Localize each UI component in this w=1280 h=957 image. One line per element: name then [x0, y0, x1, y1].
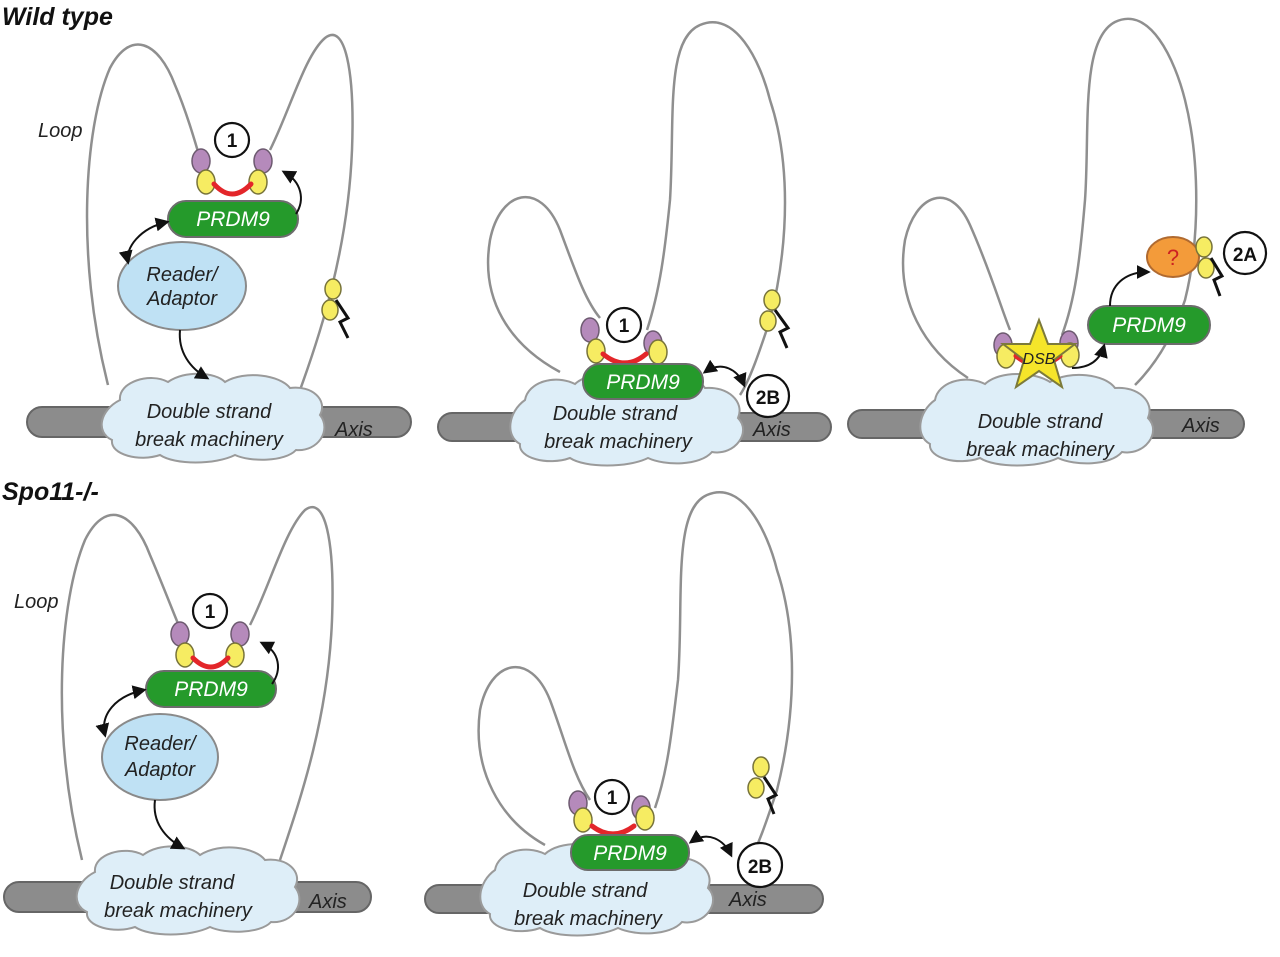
- prdm9-release-arrow: [688, 829, 733, 858]
- prdm9-label: PRDM9: [174, 678, 248, 701]
- distal-nucleosomes: [321, 278, 351, 339]
- prdm9-label: PRDM9: [593, 842, 667, 865]
- step-badge-2a-label: 2A: [1233, 245, 1258, 266]
- unknown-protein-label: ?: [1167, 245, 1179, 270]
- prdm9-release-arrow: [1071, 343, 1108, 369]
- dsb-label: DSB: [1023, 351, 1056, 368]
- step-badge-1: [191, 592, 229, 630]
- axis-label: Axis: [728, 889, 767, 911]
- prdm9-label: PRDM9: [196, 208, 270, 231]
- dsb-machinery-cloud: [919, 373, 1155, 467]
- step-badge-2b: [736, 841, 784, 889]
- reader-label-line2: Adaptor: [124, 759, 196, 781]
- step-badge-1: [593, 778, 631, 816]
- panel-wt-1: Double strand break machinery Axis Loop …: [26, 33, 412, 464]
- loop-label: Loop: [14, 591, 59, 613]
- step-badge-2b-label: 2B: [748, 857, 772, 878]
- panel-wt-3: Double strand break machinery Axis DSB P…: [847, 17, 1268, 467]
- prdm9-reader-arrow: [118, 217, 170, 265]
- step-badge-2a: [1222, 230, 1268, 276]
- step-badge-1-label: 1: [607, 788, 618, 809]
- panel-spo11-1: Double strand break machinery Axis Loop …: [3, 506, 372, 936]
- prdm9-label: PRDM9: [1112, 314, 1186, 337]
- prdm9-protein: [1087, 305, 1211, 345]
- machinery-label-line2: break machinery: [544, 431, 693, 453]
- dsb-star: [1000, 317, 1078, 390]
- prdm9-release-arrow: [702, 359, 747, 388]
- distal-nucleosomes: [747, 756, 779, 815]
- axis-label: Axis: [308, 891, 347, 913]
- spo11-title: Spo11-/-: [2, 478, 99, 506]
- distal-nucleosomes: [759, 289, 791, 349]
- reader-adaptor: [101, 713, 219, 801]
- machinery-label-line2: break machinery: [135, 429, 284, 451]
- machinery-label-line1: Double strand: [978, 411, 1103, 433]
- axis-label: Axis: [334, 419, 373, 441]
- axis-label: Axis: [752, 419, 791, 441]
- chromatin-loop: [901, 17, 1198, 386]
- loop-label: Loop: [38, 120, 83, 142]
- reader-label-line2: Adaptor: [146, 288, 218, 310]
- chromatin-loop: [477, 491, 794, 866]
- machinery-label-line2: break machinery: [966, 439, 1115, 461]
- prdm9-label: PRDM9: [606, 371, 680, 394]
- reader-adaptor: [117, 241, 247, 331]
- prdm9-binding-arrow: [281, 170, 302, 215]
- distal-nucleosomes: [1195, 236, 1225, 297]
- step-badge-1: [605, 306, 643, 344]
- reader-to-machinery-arrow: [153, 799, 186, 850]
- step-badge-2b-label: 2B: [756, 388, 780, 409]
- prdm9-rebinding-arrow: [1109, 265, 1151, 307]
- chromatin-loop: [60, 506, 334, 861]
- machinery-label-line1: Double strand: [147, 401, 272, 423]
- machinery-label-line2: break machinery: [514, 908, 663, 930]
- machinery-label-line1: Double strand: [110, 872, 235, 894]
- reader-to-machinery-arrow: [178, 329, 210, 380]
- step-badge-1: [213, 121, 251, 159]
- panel-spo11-2: Double strand break machinery Axis 1 PRD…: [424, 491, 824, 937]
- step-badge-2b: [745, 373, 791, 419]
- reader-label-line1: Reader/: [124, 733, 198, 755]
- machinery-label-line1: Double strand: [553, 403, 678, 425]
- machinery-label-line1: Double strand: [523, 880, 648, 902]
- unknown-protein: [1146, 236, 1200, 278]
- marked-nucleosome-pair: [170, 621, 250, 670]
- chromatin-loop: [486, 21, 787, 396]
- wild-type-title: Wild type: [2, 3, 113, 31]
- panel-wt-2: Double strand break machinery Axis 1 PRD…: [437, 21, 832, 467]
- step-badge-1-label: 1: [227, 131, 238, 152]
- axis-label: Axis: [1181, 415, 1220, 437]
- marked-nucleosome-pair: [191, 148, 273, 197]
- machinery-label-line2: break machinery: [104, 900, 253, 922]
- step-badge-1-label: 1: [205, 602, 216, 623]
- reader-label-line1: Reader/: [146, 264, 220, 286]
- prdm9-binding-arrow: [259, 641, 279, 685]
- prdm9-reader-arrow: [95, 685, 147, 738]
- step-badge-1-label: 1: [619, 316, 630, 337]
